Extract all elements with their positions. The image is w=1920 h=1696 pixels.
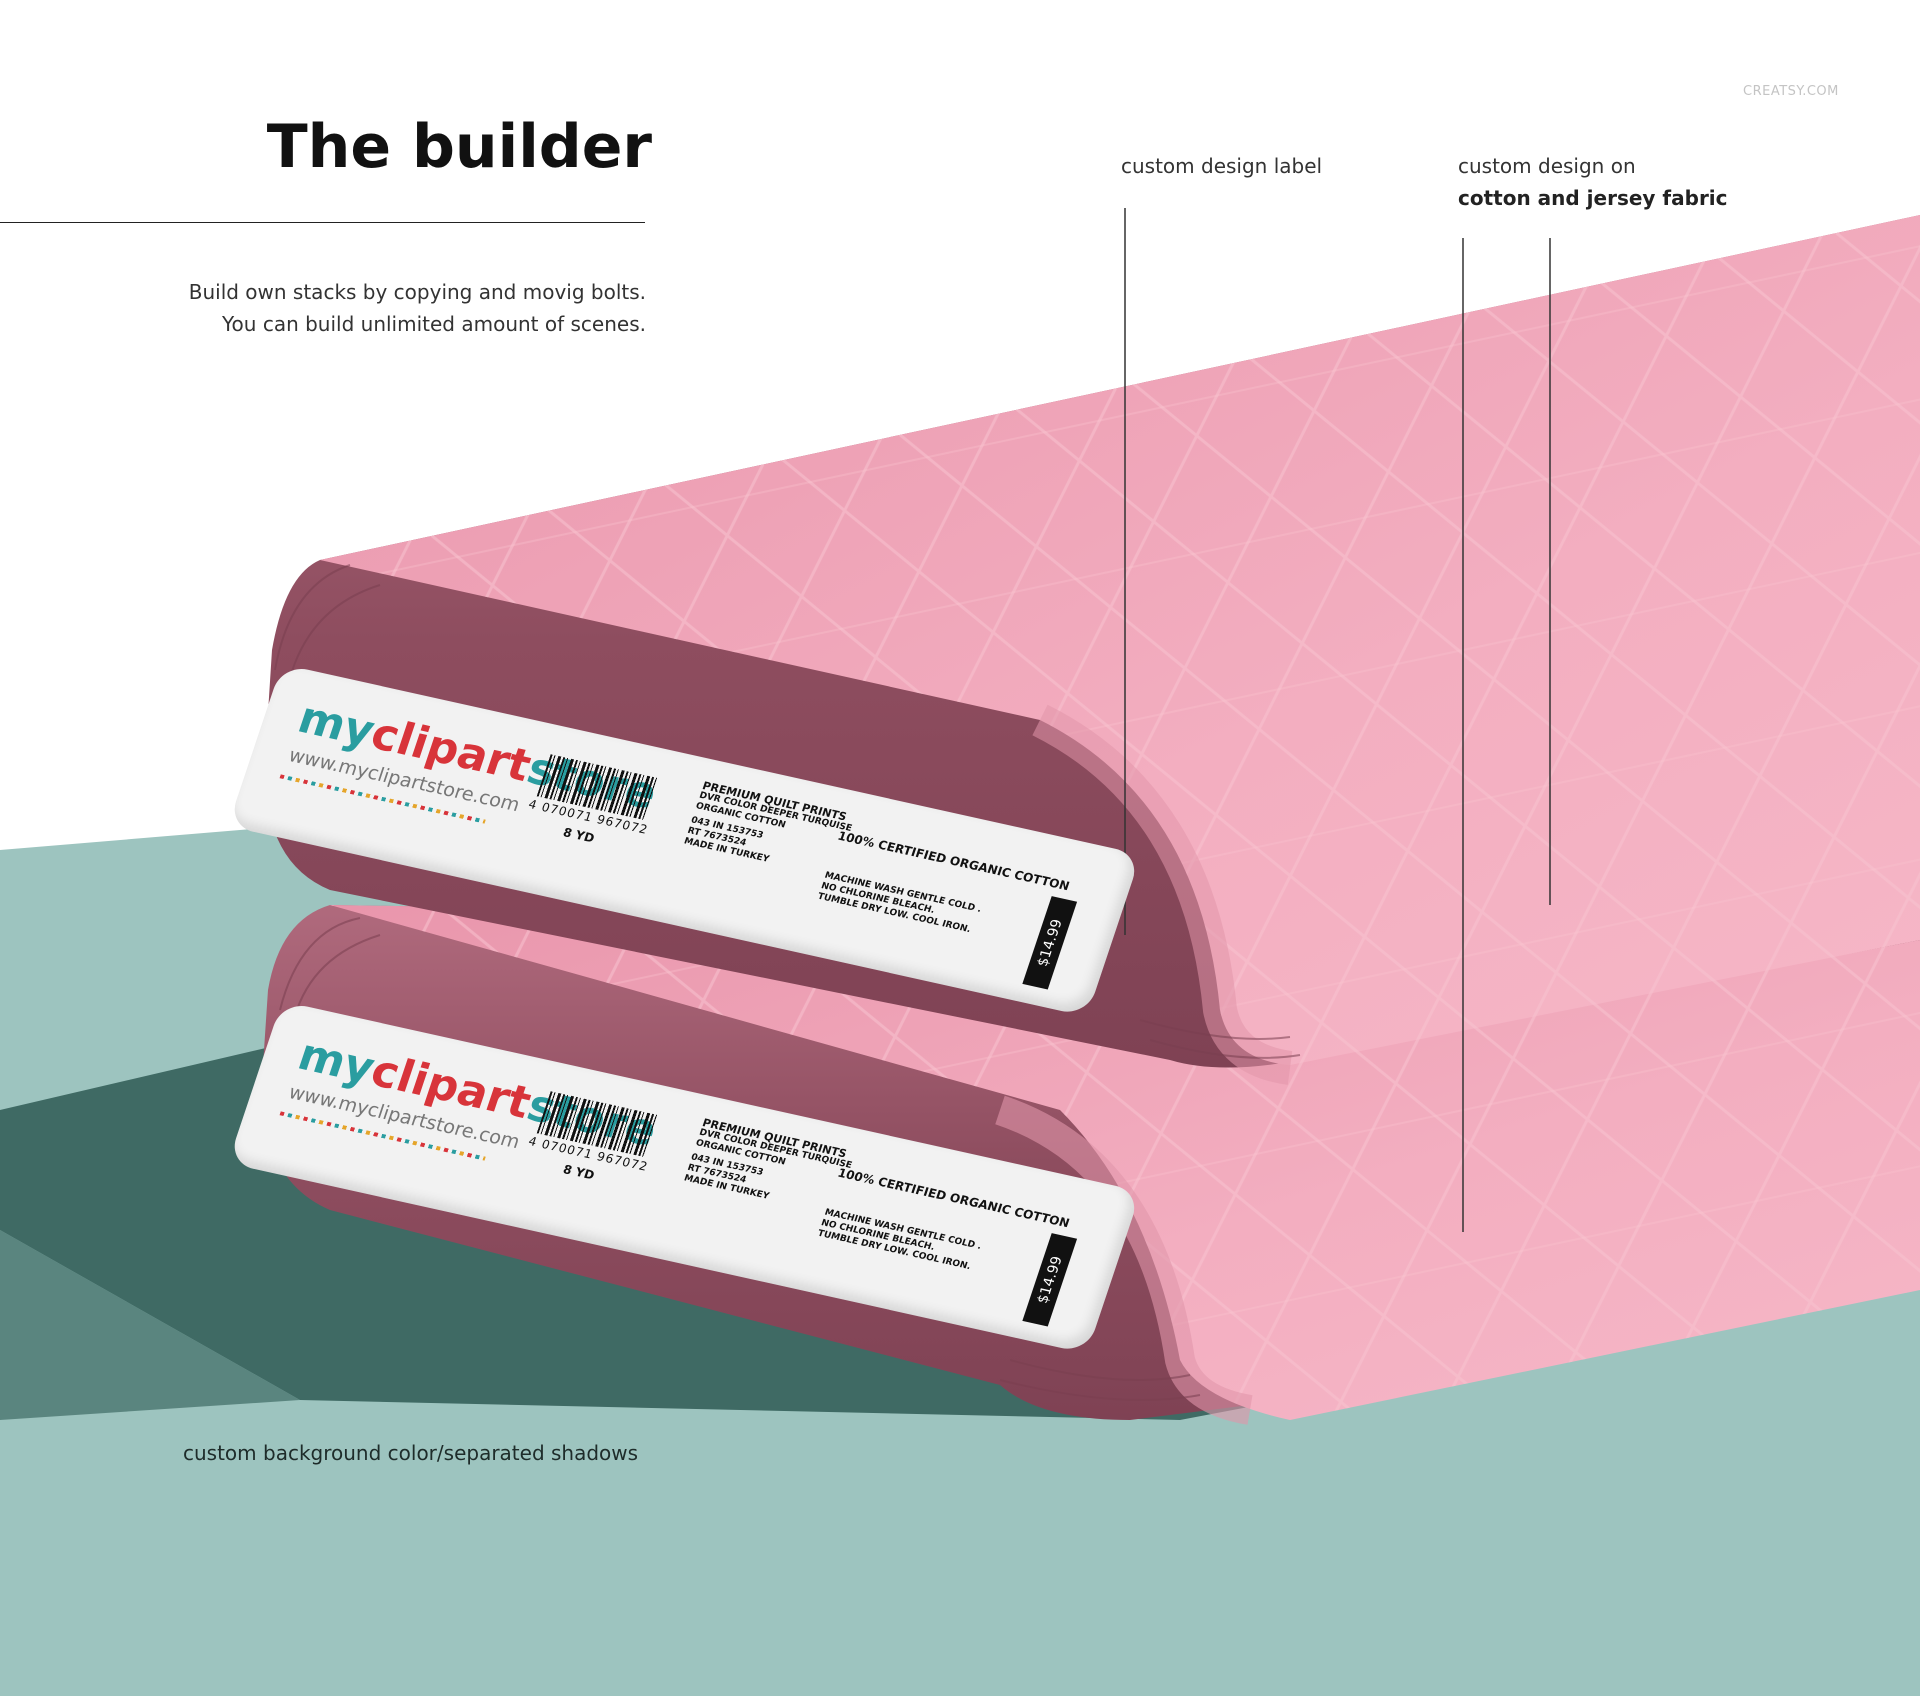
- description-line-2: You can build unlimited amount of scenes…: [222, 312, 646, 336]
- page-title: The builder: [266, 112, 652, 182]
- price-text: $14.99: [1034, 917, 1066, 968]
- description-line-1: Build own stacks by copying and movig bo…: [188, 280, 646, 304]
- care-instructions: MACHINE WASH GENTLE COLD . NO CHLORINE B…: [816, 871, 983, 937]
- yardage: 8 YD: [561, 825, 597, 846]
- product-details: PREMIUM QUILT PRINTS DVR COLOR DEEPER TU…: [682, 1116, 856, 1217]
- page-description: Build own stacks by copying and movig bo…: [189, 276, 646, 340]
- care-instructions: MACHINE WASH GENTLE COLD . NO CHLORINE B…: [816, 1208, 983, 1274]
- callout-background: custom background color/separated shadow…: [183, 1441, 639, 1465]
- price-tag: $14.99: [1022, 896, 1078, 990]
- callout-fabric-line-1: custom design on: [1458, 154, 1636, 178]
- watermark: CREATSY.COM: [1743, 84, 1839, 99]
- price-tag: $14.99: [1022, 1233, 1078, 1327]
- callout-fabric-line-2: cotton and jersey fabric: [1458, 186, 1728, 210]
- title-divider: [0, 222, 645, 223]
- yardage: 8 YD: [561, 1162, 597, 1183]
- callout-lines: [1124, 208, 1551, 1232]
- product-details: PREMIUM QUILT PRINTS DVR COLOR DEEPER TU…: [682, 779, 856, 880]
- callout-design-fabric: custom design on cotton and jersey fabri…: [1458, 150, 1728, 214]
- price-text: $14.99: [1034, 1254, 1066, 1305]
- callout-design-label: custom design label: [1121, 154, 1323, 178]
- bottom-bolt: [261, 905, 1920, 1425]
